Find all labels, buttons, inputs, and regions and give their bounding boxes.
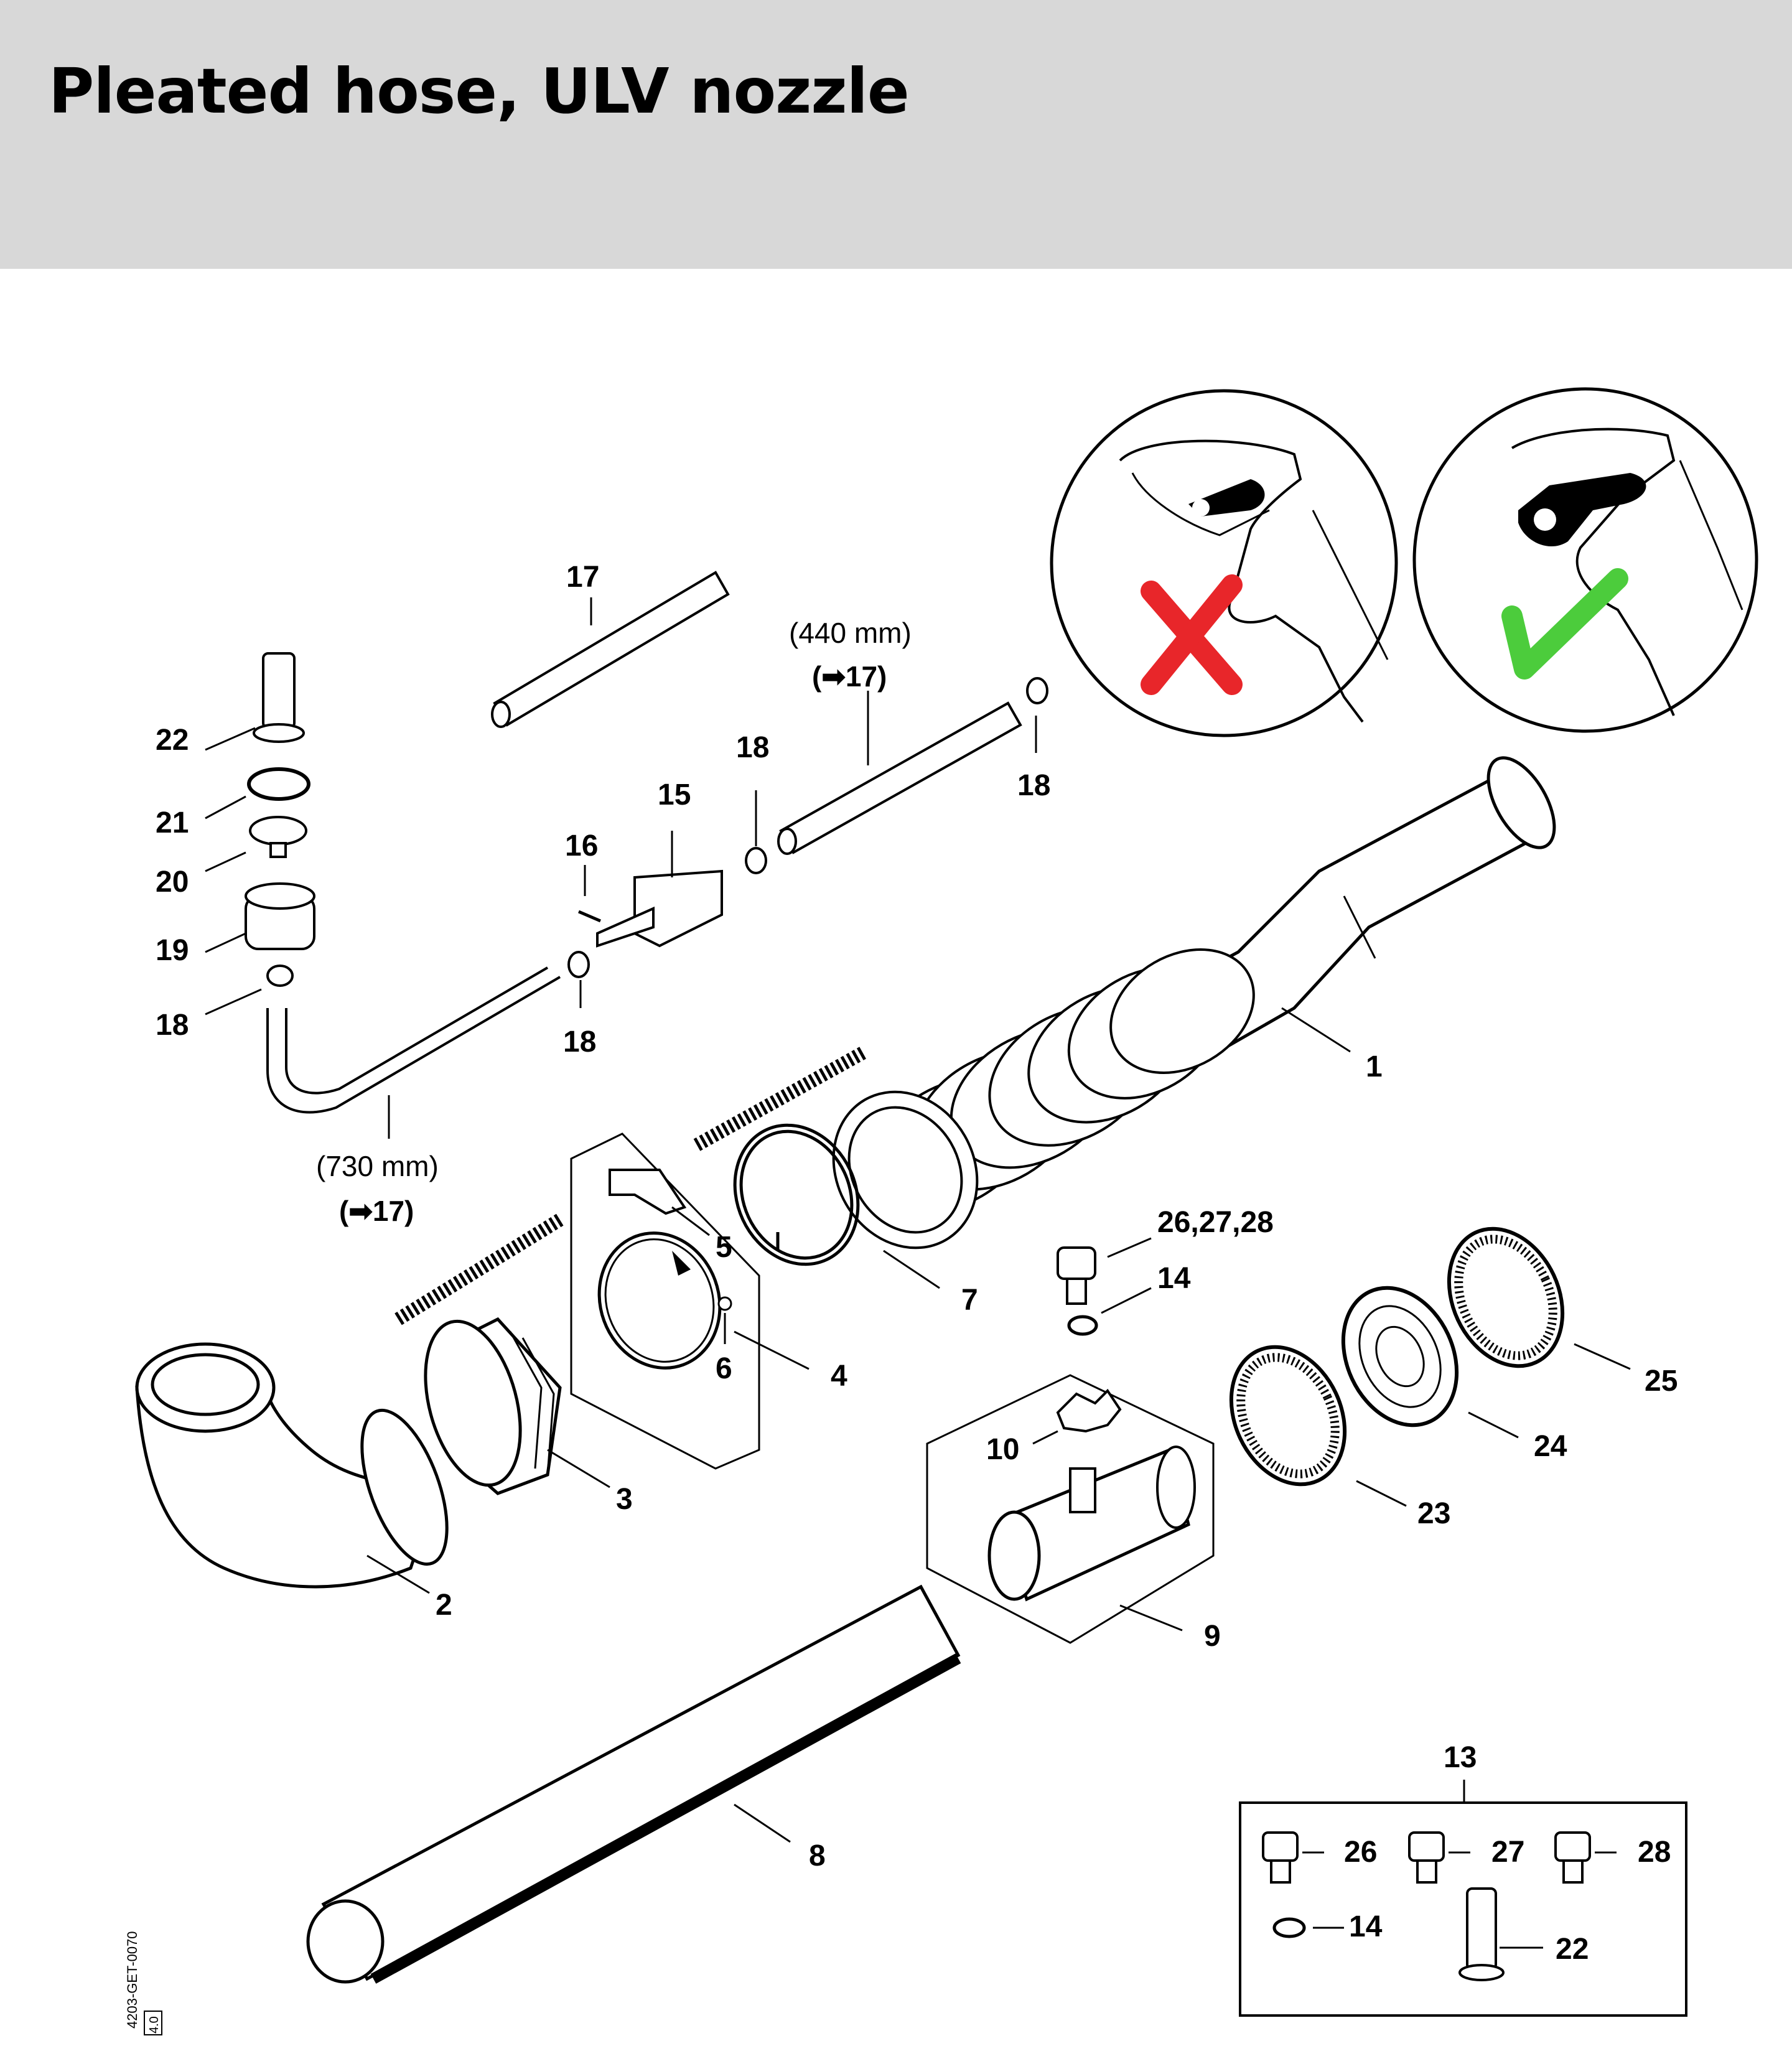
part-13-kit-box: [1239, 1801, 1687, 2017]
part-18-clips: [266, 677, 1048, 987]
part-label-16: 16: [565, 829, 598, 862]
part-4-clamp-group: [570, 1133, 760, 1470]
part-10-star-knob: [1056, 1388, 1122, 1433]
part-label-2: 2: [436, 1589, 452, 1622]
leader-lines: [205, 597, 1631, 1949]
part-14-washer: [1067, 1315, 1098, 1336]
part-label-1: 1: [1366, 1050, 1383, 1083]
part-label-7: 7: [961, 1284, 978, 1317]
part-17-hose-top: [491, 571, 730, 728]
part-label-3: 3: [616, 1483, 633, 1516]
spring-upper: [693, 1045, 869, 1151]
part-26-28-knob: [1057, 1246, 1096, 1305]
part-label-4: 4: [831, 1360, 847, 1393]
part-7-seal: [733, 1123, 860, 1266]
part-24-screen: [1341, 1286, 1459, 1427]
revision: 4.0: [147, 2016, 161, 2034]
part-22-filter: [253, 652, 305, 743]
correct-check-icon: [1501, 568, 1628, 680]
part-8-tube: [306, 1584, 961, 1984]
inset-incorrect: [1050, 389, 1398, 737]
part-label-19: 19: [156, 934, 189, 967]
part-label-17: 17: [566, 561, 599, 594]
spring-lower: [394, 1213, 564, 1325]
incorrect-cross-icon: [1141, 574, 1243, 695]
part-16-screw: [578, 910, 601, 923]
part-2-elbow: [135, 1342, 449, 1589]
hose-short-ref: (➡17): [812, 660, 887, 693]
part-label-23: 23: [1417, 1497, 1450, 1530]
hose-long-ref: (➡17): [339, 1195, 414, 1227]
part-label-21: 21: [156, 806, 189, 839]
revision-box: [144, 2011, 162, 2035]
page-title: Pleated hose, ULV nozzle: [49, 55, 910, 128]
part-19-nut: [245, 882, 315, 950]
part-20-disc: [249, 816, 307, 858]
part-label-10: 10: [986, 1433, 1019, 1466]
part-1-pleated-hose: [832, 756, 1556, 1250]
part-label-6: 6: [716, 1352, 732, 1385]
part-label-8: 8: [809, 1839, 826, 1872]
part-25-screen: [1447, 1226, 1565, 1368]
title-banner: Pleated hose, ULV nozzle: [0, 0, 1792, 269]
part-label-14a: 14: [1157, 1262, 1191, 1295]
part-3-sleeve: [424, 1317, 562, 1495]
part-17-hose-short: [777, 701, 1022, 855]
part-17-hose-long: [266, 966, 561, 1114]
part-label-22b: 22: [1556, 1933, 1589, 1966]
part-label-13: 13: [1444, 1741, 1477, 1774]
part-label-5: 5: [716, 1231, 732, 1264]
part-label-20: 20: [156, 866, 189, 899]
part-label-14b: 14: [1349, 1910, 1383, 1943]
inset-correct: [1412, 387, 1758, 733]
part-23-screen: [1229, 1345, 1347, 1487]
part-label-18d: 18: [156, 1009, 189, 1042]
part-label-22a: 22: [156, 724, 189, 757]
exploded-parts-diagram: 1 2 3 4 5 6 7 8 9 10 13 14 14 15 16 17 1…: [124, 387, 1758, 2035]
hose-long-length: (730 mm): [316, 1150, 439, 1182]
part-15-valve: [596, 869, 723, 948]
part-label-26-27-28: 26,27,28: [1157, 1206, 1274, 1239]
part-label-27: 27: [1491, 1836, 1524, 1869]
part-label-15: 15: [658, 778, 691, 811]
part-label-26: 26: [1344, 1836, 1377, 1869]
part-21-ring: [247, 767, 310, 801]
part-label-28: 28: [1638, 1836, 1671, 1869]
part-9-nozzle-group: [926, 1374, 1215, 1644]
part-label-18b: 18: [1017, 769, 1050, 802]
part-label-18c: 18: [563, 1025, 596, 1058]
drawing-number: 4203-GET-0070: [124, 1931, 140, 2029]
part-label-24: 24: [1534, 1430, 1567, 1463]
part-label-25: 25: [1645, 1365, 1678, 1398]
hose-short-length: (440 mm): [789, 617, 912, 649]
part-label-18a: 18: [736, 731, 769, 764]
part-label-9: 9: [1204, 1620, 1221, 1653]
